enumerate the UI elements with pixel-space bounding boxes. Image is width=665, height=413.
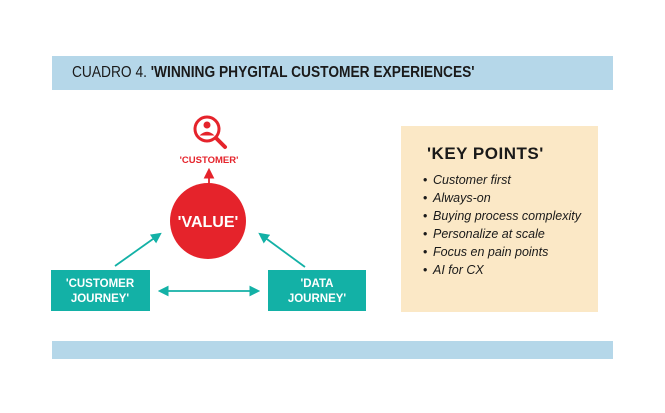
customer-label: 'CUSTOMER' xyxy=(180,155,239,166)
key-points-list: Customer first Always-on Buying process … xyxy=(423,171,593,279)
data-journey-line1: 'DATA xyxy=(301,278,334,290)
search-user-icon xyxy=(193,115,227,149)
footer-banner xyxy=(52,341,613,359)
key-point-item: Personalize at scale xyxy=(423,225,593,243)
header-title: CUADRO 4. 'WINNING PHYGITAL CUSTOMER EXP… xyxy=(72,56,475,90)
header-main-title: 'WINNING PHYGITAL CUSTOMER EXPERIENCES' xyxy=(150,64,475,81)
key-point-item: Customer first xyxy=(423,171,593,189)
key-point-item: Focus en pain points xyxy=(423,243,593,261)
customer-journey-line2: JOURNEY' xyxy=(71,293,130,305)
arrow-data-journey-to-value xyxy=(258,232,306,268)
key-points-panel: 'KEY POINTS' Customer first Always-on Bu… xyxy=(401,126,598,312)
value-label: 'VALUE' xyxy=(178,214,239,231)
key-point-item: AI for CX xyxy=(423,261,593,279)
header-prefix: CUADRO 4. xyxy=(72,64,151,81)
customer-journey-box xyxy=(51,270,150,311)
key-point-item: Always-on xyxy=(423,189,593,207)
data-journey-box xyxy=(268,270,366,311)
arrow-customer-journey-to-value xyxy=(114,232,162,267)
key-point-item: Buying process complexity xyxy=(423,207,593,225)
key-points-title: 'KEY POINTS' xyxy=(427,144,544,163)
value-circle xyxy=(170,183,246,259)
customer-journey-line1: 'CUSTOMER xyxy=(66,278,135,290)
data-journey-line2: JOURNEY' xyxy=(288,293,347,305)
header-banner: CUADRO 4. 'WINNING PHYGITAL CUSTOMER EXP… xyxy=(52,56,613,90)
